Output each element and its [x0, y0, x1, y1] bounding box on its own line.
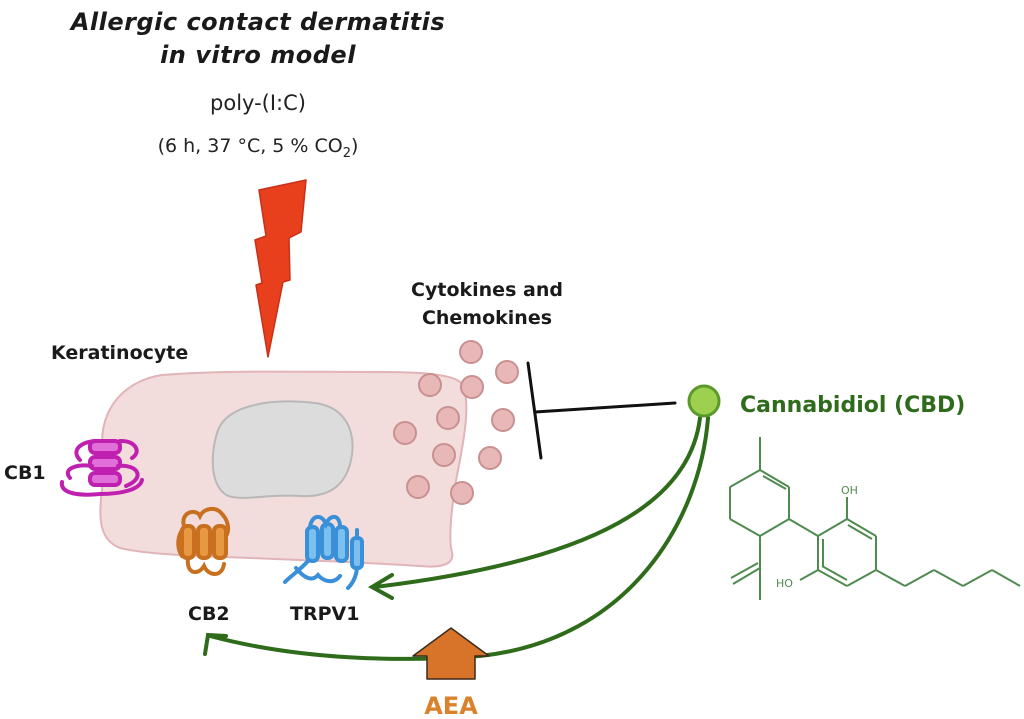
- conditions-label: (6 h, 37 °C, 5 % CO2): [158, 135, 359, 161]
- cytokine: [491, 408, 515, 432]
- cytokine: [432, 443, 456, 467]
- cytokine: [459, 340, 483, 364]
- oh-top-label: OH: [841, 484, 858, 497]
- cb1-receptor-icon: [59, 438, 144, 497]
- cytokine: [460, 375, 484, 399]
- nucleus: [211, 400, 354, 499]
- aea-up-arrow-icon: [412, 627, 490, 680]
- title-line-1: Allergic contact dermatitis: [69, 8, 445, 36]
- cytokine: [393, 421, 417, 445]
- cb2-arrowhead: [203, 632, 228, 656]
- aea-label: AEA: [424, 692, 478, 719]
- cbd-to-trpv1-arrow: [373, 416, 702, 589]
- inhibition-symbol: [526, 361, 677, 460]
- trpv1-receptor-icon: [283, 514, 364, 590]
- stimulus-label: poly-(I:C): [210, 91, 306, 115]
- cbd-chemical-structure: OH HO: [729, 437, 1021, 600]
- ho-bottom-label: HO: [776, 577, 793, 590]
- cytokines-group: [393, 340, 519, 505]
- trpv1-label: TRPV1: [290, 603, 359, 625]
- cytokine: [418, 373, 442, 397]
- trpv1-arrowhead: [367, 573, 394, 600]
- title-line-2: in vitro model: [160, 41, 356, 69]
- lightning-bolt-icon: [254, 179, 307, 358]
- cbd-label: Cannabidiol (CBD): [740, 393, 965, 418]
- cb2-receptor-icon: [176, 507, 231, 576]
- cbd-dot-icon: [687, 384, 721, 418]
- cytokine: [450, 481, 474, 505]
- cb2-label: CB2: [188, 603, 230, 625]
- cytokines-label-line-1: Cytokines and: [411, 279, 563, 301]
- cytokine: [436, 406, 460, 430]
- cytokine: [495, 360, 519, 384]
- cytokines-label-line-2: Chemokines: [422, 307, 552, 329]
- cytokine: [478, 446, 502, 470]
- keratinocyte-label: Keratinocyte: [51, 342, 188, 364]
- cb1-label: CB1: [4, 462, 46, 484]
- cbd-to-cb2-arrow: [208, 416, 710, 661]
- cytokine: [406, 475, 430, 499]
